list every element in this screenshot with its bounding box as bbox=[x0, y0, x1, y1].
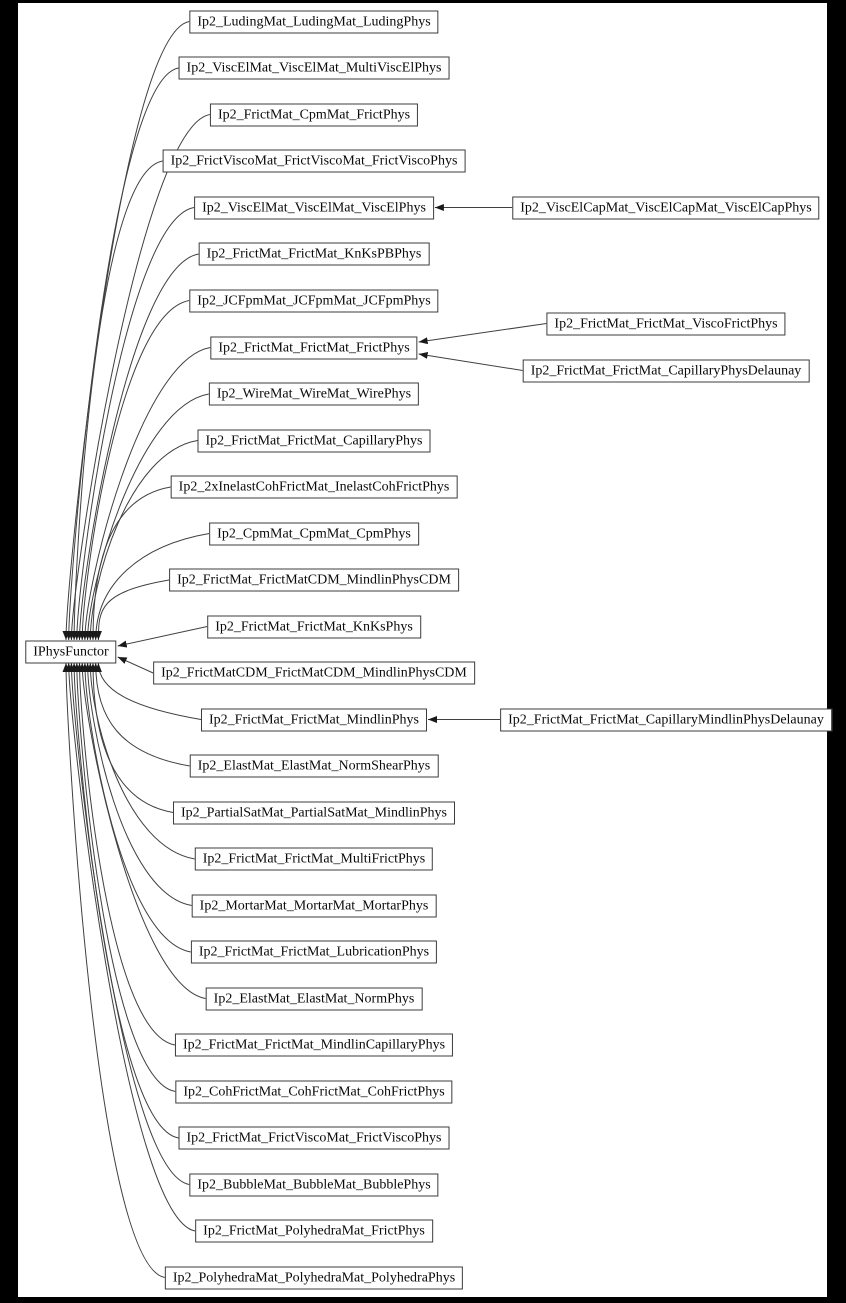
class-node-derived[interactable]: Ip2_FrictMat_FrictMat_CapillaryPhys bbox=[197, 429, 431, 452]
class-node-derived[interactable]: Ip2_FrictMat_FrictMat_MultiFrictPhys bbox=[194, 847, 434, 871]
class-node-derived[interactable]: Ip2_FrictMat_FrictMat_FrictPhys bbox=[210, 336, 418, 359]
class-node-derived[interactable]: Ip2_MortarMat_MortarMat_MortarPhys bbox=[191, 894, 437, 917]
class-node-derived[interactable]: Ip2_FrictViscoMat_FrictViscoMat_FrictVis… bbox=[162, 149, 466, 173]
class-node-derived[interactable]: Ip2_ViscElMat_ViscElMat_ViscElPhys bbox=[194, 196, 434, 219]
class-node-derived[interactable]: Ip2_PartialSatMat_PartialSatMat_MindlinP… bbox=[173, 801, 455, 824]
class-node-derived[interactable]: Ip2_FrictMat_PolyhedraMat_FrictPhys bbox=[195, 1219, 433, 1243]
class-node-derived[interactable]: Ip2_FrictMat_FrictMat_MindlinPhys bbox=[201, 708, 427, 731]
class-node-derived[interactable]: Ip2_ViscElMat_ViscElMat_MultiViscElPhys bbox=[178, 56, 450, 80]
class-node-grandchild[interactable]: Ip2_FrictMat_FrictMat_ViscoFrictPhys bbox=[546, 312, 786, 335]
class-node-derived[interactable]: Ip2_FrictMat_FrictMat_LubricationPhys bbox=[190, 940, 438, 964]
class-node-derived[interactable]: Ip2_2xInelastCohFrictMat_InelastCohFrict… bbox=[170, 475, 458, 499]
class-node-derived[interactable]: Ip2_WireMat_WireMat_WirePhys bbox=[208, 382, 420, 406]
class-node-derived[interactable]: Ip2_FrictMat_FrictMatCDM_MindlinPhysCDM bbox=[169, 568, 459, 592]
class-node-derived[interactable]: Ip2_CohFrictMat_CohFrictMat_CohFrictPhys bbox=[175, 1080, 453, 1103]
class-node-derived[interactable]: Ip2_FrictMat_CpmMat_FrictPhys bbox=[209, 103, 419, 126]
class-node-derived[interactable]: Ip2_FrictMat_FrictMat_MindlinCapillaryPh… bbox=[174, 1033, 454, 1057]
class-node-derived[interactable]: Ip2_FrictMat_FrictViscoMat_FrictViscoPhy… bbox=[178, 1126, 450, 1150]
class-node-base[interactable]: IPhysFunctor bbox=[25, 640, 117, 663]
class-node-grandchild[interactable]: Ip2_FrictMat_FrictMat_CapillaryPhysDelau… bbox=[522, 359, 810, 382]
class-node-derived[interactable]: Ip2_FrictMat_FrictMat_KnKsPBPhys bbox=[198, 242, 430, 266]
class-node-derived[interactable]: Ip2_FrictMatCDM_FrictMatCDM_MindlinPhysC… bbox=[153, 661, 475, 685]
class-node-grandchild[interactable]: Ip2_ViscElCapMat_ViscElCapMat_ViscElCapP… bbox=[512, 196, 820, 219]
class-node-derived[interactable]: Ip2_FrictMat_FrictMat_KnKsPhys bbox=[207, 615, 421, 638]
class-node-derived[interactable]: Ip2_JCFpmMat_JCFpmMat_JCFpmPhys bbox=[189, 289, 439, 312]
class-node-derived[interactable]: Ip2_BubbleMat_BubbleMat_BubblePhys bbox=[189, 1173, 439, 1196]
class-node-derived[interactable]: Ip2_PolyhedraMat_PolyhedraMat_PolyhedraP… bbox=[164, 1266, 464, 1289]
class-node-derived[interactable]: Ip2_LudingMat_LudingMat_LudingPhys bbox=[189, 10, 439, 33]
class-node-derived[interactable]: Ip2_CpmMat_CpmMat_CpmPhys bbox=[209, 522, 419, 545]
class-node-grandchild[interactable]: Ip2_FrictMat_FrictMat_CapillaryMindlinPh… bbox=[500, 708, 832, 731]
class-node-derived[interactable]: Ip2_ElastMat_ElastMat_NormPhys bbox=[205, 987, 423, 1010]
class-node-derived[interactable]: Ip2_ElastMat_ElastMat_NormShearPhys bbox=[189, 754, 439, 778]
